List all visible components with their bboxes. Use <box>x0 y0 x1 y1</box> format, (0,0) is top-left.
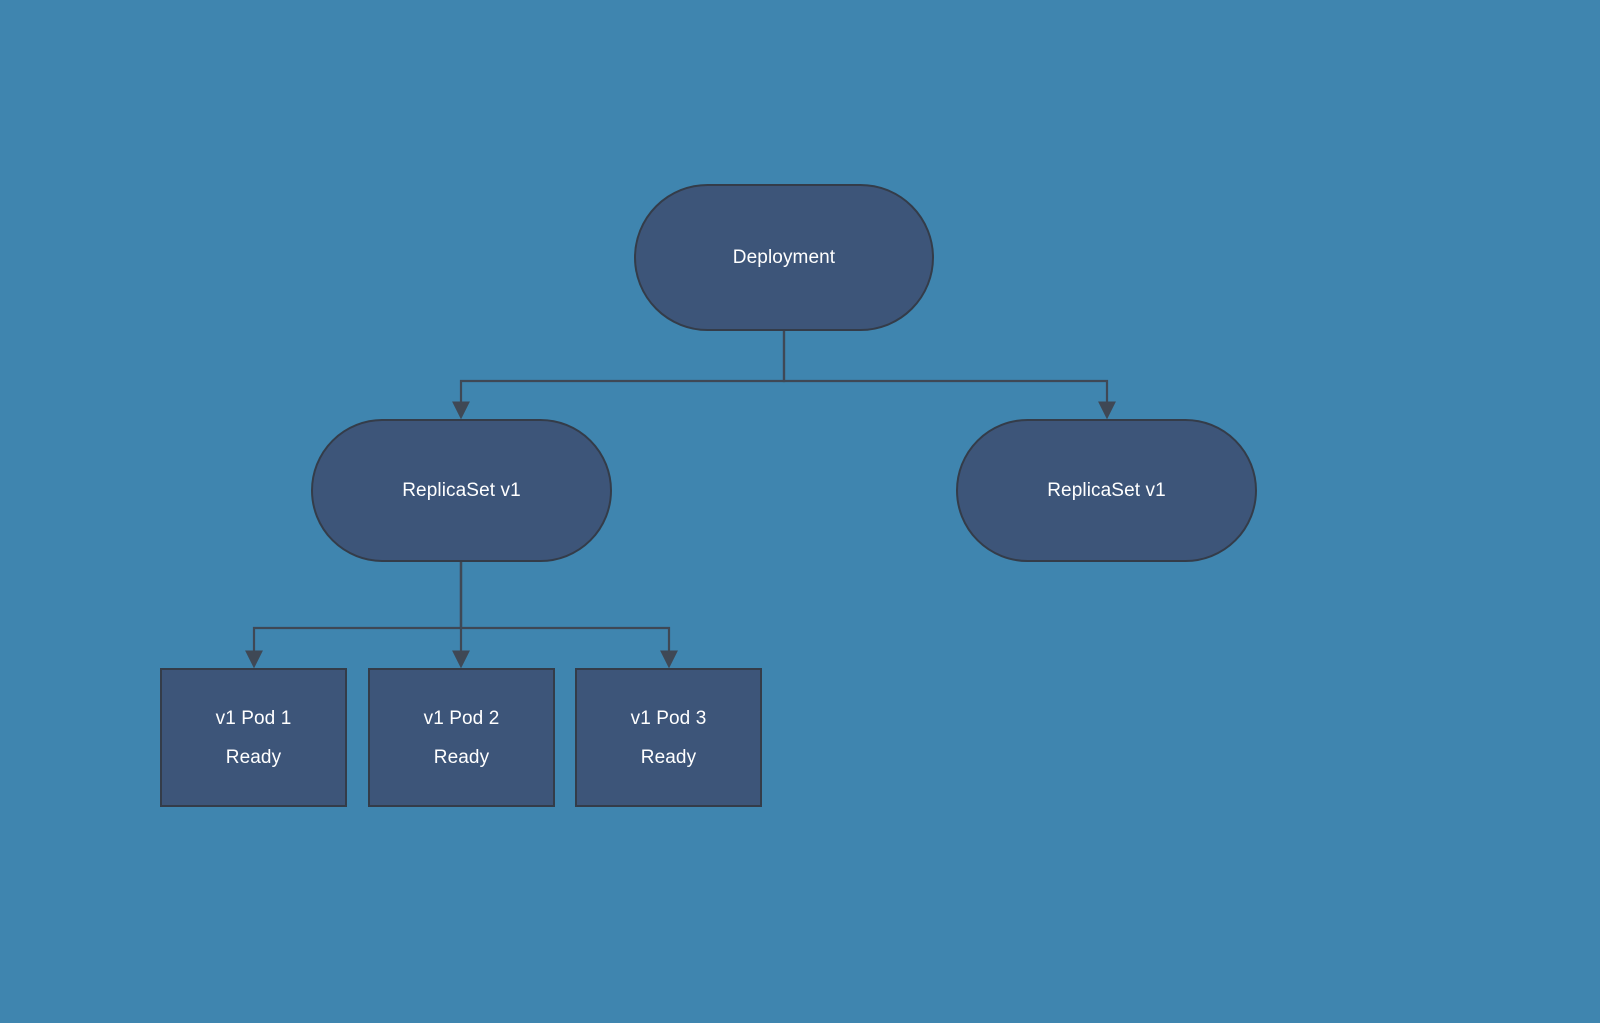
node-replicaset-2-label: ReplicaSet v1 <box>1047 480 1166 501</box>
node-pod-3-label: v1 Pod 3 <box>630 707 707 729</box>
node-deployment-label: Deployment <box>732 247 836 268</box>
edge-replicaset-1-pod-3 <box>459 560 679 669</box>
node-replicaset-1-label: ReplicaSet v1 <box>402 480 521 501</box>
node-pod-1-label: v1 Pod 1 <box>215 707 292 729</box>
edge-deployment-replicaset-2 <box>782 329 1117 420</box>
node-pod-1-status: Ready <box>225 746 282 768</box>
node-pod-3-status: Ready <box>640 746 697 768</box>
edge-deployment-replicaset-1 <box>451 329 786 420</box>
node-pod-3[interactable]: v1 Pod 3 Ready <box>575 668 762 807</box>
node-deployment[interactable]: Deployment <box>634 184 934 331</box>
node-pod-2-status: Ready <box>433 746 490 768</box>
node-pod-1[interactable]: v1 Pod 1 Ready <box>160 668 347 807</box>
node-pod-2[interactable]: v1 Pod 2 Ready <box>368 668 555 807</box>
node-pod-2-label: v1 Pod 2 <box>423 707 500 729</box>
edge-replicaset-1-pod-1 <box>244 560 463 669</box>
node-replicaset-2[interactable]: ReplicaSet v1 <box>956 419 1257 562</box>
node-replicaset-1[interactable]: ReplicaSet v1 <box>311 419 612 562</box>
